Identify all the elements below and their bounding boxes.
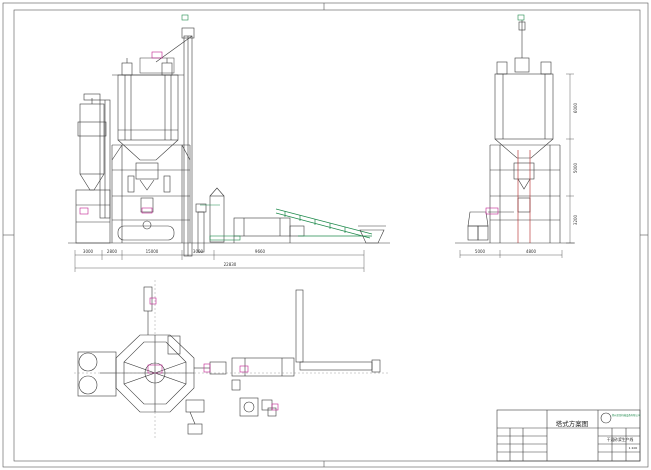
inclined-belt-conveyor (275, 208, 373, 239)
bucket-elevator-main (155, 27, 195, 257)
side-color-accents (485, 14, 531, 243)
dim-2: 2800 (107, 249, 118, 254)
dim-4: 3000 (193, 249, 204, 254)
side-hdim-2: 5000 (573, 162, 578, 173)
company-logo-icon (600, 412, 612, 424)
side-hdim-1: 6000 (573, 102, 578, 113)
green-accents (181, 14, 241, 241)
side-dim-2: 4800 (526, 249, 537, 254)
steel-structure (111, 144, 191, 243)
magenta-accents (79, 51, 163, 215)
side-structure (489, 144, 561, 243)
side-dim-1: 5000 (475, 249, 486, 254)
plan-dashed-grid (74, 280, 390, 440)
plan-dryer (194, 357, 295, 377)
title-block (496, 409, 641, 462)
front-elevation (68, 27, 390, 272)
drawing-title: 塔式方案图 (556, 419, 589, 428)
dim-1: 3000 (83, 249, 94, 254)
dim-5: 9660 (255, 249, 266, 254)
drawing-scale: 1:100 (629, 446, 638, 450)
left-silo-tower (75, 93, 111, 244)
drawing-subtitle: 干混砂浆生产线 (607, 437, 634, 442)
side-hdim-3: 3200 (573, 214, 578, 225)
feed-hopper (358, 225, 386, 244)
dryer-group (195, 187, 305, 253)
elevation-dim-lines (74, 250, 365, 272)
side-dimension-texts: 5000 4800 6000 5000 3200 (475, 102, 578, 254)
side-elevation (455, 20, 575, 258)
plan-magenta-accents (147, 297, 279, 411)
dim-3: 15000 (146, 249, 159, 254)
packing-machines (467, 211, 514, 241)
elevation-dimension-texts: 3000 2800 15000 3000 9660 22830 (83, 249, 266, 267)
plan-view (77, 286, 381, 435)
side-dim-lines (459, 73, 574, 258)
dim-total: 22830 (224, 262, 237, 267)
company-name: 郑州某某机械设备有限公司 (612, 413, 641, 417)
side-silo (494, 20, 554, 159)
plan-side-silos (77, 351, 117, 397)
title-block-texts: 塔式方案图 干混砂浆生产线 郑州某某机械设备有限公司 1:100 (556, 413, 641, 450)
